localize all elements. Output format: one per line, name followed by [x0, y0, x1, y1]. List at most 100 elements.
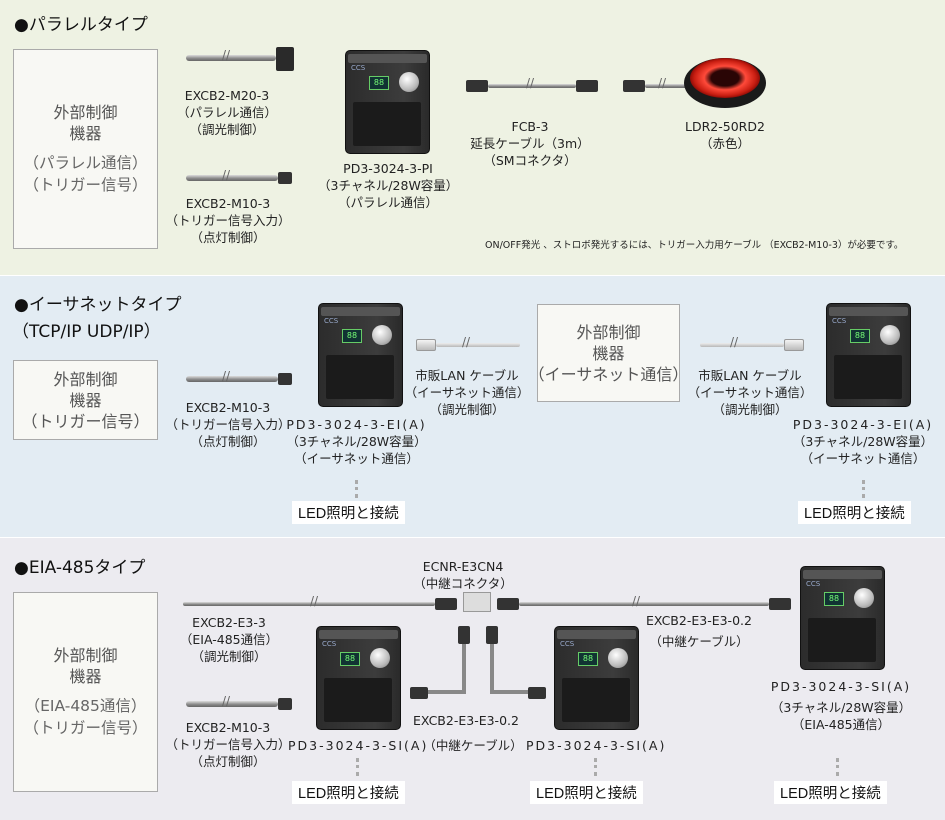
cable-name: EXCB2-M20-3	[184, 88, 270, 103]
dotted-connector	[862, 480, 865, 498]
unit-name: PD3-3024-3-SI(A)	[770, 679, 912, 694]
dotted-connector	[355, 480, 358, 498]
cable-icon	[519, 602, 769, 606]
unit-label: PD3-3024-3-SI(A) （3チャネル/28W容量） （EIA-485通…	[766, 678, 916, 733]
unit-desc: （イーサネット通信）	[800, 451, 926, 466]
cable-desc: （パラレル通信）	[176, 105, 277, 120]
relay-cable-label: （中継ケーブル）	[418, 737, 528, 754]
unit-desc: （3チャネル/28W容量）	[792, 434, 934, 449]
cable-break-icon: //	[462, 335, 471, 349]
unit-label: PD3-3024-3-EI(A) （3チャネル/28W容量） （イーサネット通信…	[284, 416, 429, 467]
unit-label: PD3-3024-3-EI(A) （3チャネル/28W容量） （イーサネット通信…	[790, 416, 936, 467]
cable-break-icon: //	[658, 76, 667, 90]
cable-desc: （トリガー信号入力）	[165, 737, 291, 752]
cable-desc: （EIA-485通信）	[179, 632, 279, 647]
cable-icon	[186, 55, 276, 61]
ext-cable-label: FCB-3 延長ケーブル（3m） （SMコネクタ）	[460, 118, 600, 169]
unit-desc: （EIA-485通信）	[791, 717, 891, 732]
connector-icon	[497, 598, 519, 610]
cable-break-icon: //	[222, 369, 231, 383]
unit-name: PD3-3024-3-SI(A)	[288, 738, 429, 753]
controller-unit-icon: CCS 88	[316, 626, 401, 730]
cable-name: EXCB2-M10-3	[185, 400, 271, 415]
parallel-section: ●パラレルタイプ 外部制御 機器 （パラレル通信） （トリガー信号） // EX…	[0, 0, 945, 275]
cable-icon	[183, 602, 435, 606]
lan-plug-icon	[784, 339, 804, 351]
unit-name: PD3-3024-3-EI(A)	[286, 417, 427, 432]
cable-label: EXCB2-M10-3 （トリガー信号入力） （点灯制御）	[160, 399, 296, 450]
cable-desc: （トリガー信号入力）	[165, 417, 291, 432]
cable-desc: 延長ケーブル（3m）	[470, 136, 590, 151]
cable-icon	[700, 343, 784, 347]
connector-icon	[410, 687, 428, 699]
cable-name: FCB-3	[511, 119, 549, 134]
dotted-connector	[356, 758, 359, 776]
box-line: 機器	[69, 124, 102, 143]
dotted-connector	[836, 758, 839, 776]
cable-desc: （トリガー信号入力）	[165, 213, 291, 228]
box-line: （トリガー信号）	[23, 176, 148, 194]
cable-desc: （調光制御）	[712, 402, 788, 417]
cable-name: EXCB2-E3-E3-0.2	[413, 713, 519, 728]
box-line: 外部制御	[53, 646, 118, 665]
connector-icon	[769, 598, 791, 610]
cable-break-icon: //	[526, 76, 535, 90]
cable-desc: （点灯制御）	[190, 230, 266, 245]
cable-icon	[186, 175, 278, 181]
eia-section: ●EIA-485タイプ 外部制御 機器 （EIA-485通信） （トリガー信号）…	[0, 538, 945, 820]
cable-label: EXCB2-M20-3 （パラレル通信） （調光制御）	[168, 87, 286, 138]
box-line: 外部制御	[576, 322, 641, 342]
external-controller-box: 外部制御 機器 （パラレル通信） （トリガー信号）	[13, 49, 158, 249]
cable-desc: （SMコネクタ）	[483, 153, 577, 168]
section-title: ●パラレルタイプ	[14, 15, 148, 35]
cable-break-icon: //	[222, 168, 231, 182]
cable-name: EXCB2-M10-3	[185, 720, 271, 735]
connector-icon	[623, 80, 645, 92]
cable-icon	[436, 343, 520, 347]
controller-unit-icon: CCS 88	[345, 50, 430, 154]
light-label: LDR2-50RD2 （赤色）	[660, 118, 790, 152]
controller-unit-icon: CCS 88	[554, 626, 639, 730]
box-line: 外部制御	[53, 369, 118, 389]
connector-icon	[435, 598, 457, 610]
lan-cable-label: 市販LAN ケーブル （イーサネット通信） （調光制御）	[686, 367, 814, 418]
cable-name: EXCB2-E3-3	[192, 615, 266, 630]
cable-break-icon: //	[730, 335, 739, 349]
box-line: （パラレル通信）	[23, 154, 148, 172]
cable-icon	[645, 84, 687, 88]
controller-unit-icon: CCS 88	[800, 566, 885, 670]
relay-connector-label: ECNR-E3CN4 （中継コネクタ）	[408, 558, 518, 592]
box-line: 外部制御	[53, 103, 118, 122]
unit-desc: （3チャネル/28W容量）	[286, 434, 427, 449]
relay-cable-label: EXCB2-E3-E3-0.2 （中継ケーブル）	[640, 612, 758, 650]
cable-icon	[462, 644, 466, 692]
cable-break-icon: //	[222, 48, 231, 62]
led-connect-label: LED照明と接続	[798, 501, 911, 524]
cable-break-icon: //	[310, 594, 319, 608]
controller-unit-icon: CCS 88	[826, 303, 911, 407]
box-line: 機器	[592, 343, 625, 363]
connector-name: ECNR-E3CN4	[422, 559, 504, 574]
cable-label: EXCB2-E3-3 （EIA-485通信） （調光制御）	[170, 614, 288, 665]
connector-icon	[458, 626, 470, 644]
unit-label: PD3-3024-3-PI （3チャネル/28W容量） （パラレル通信）	[318, 160, 458, 211]
section-title: ●EIA-485タイプ	[14, 558, 146, 578]
note-text: ON/OFF発光 、ストロボ発光するには、トリガー入力用ケーブル （EXCB2-…	[485, 240, 904, 251]
relay-connector-icon	[463, 592, 491, 612]
cable-break-icon: //	[222, 694, 231, 708]
cable-desc: （点灯制御）	[190, 754, 266, 769]
connector-icon	[466, 80, 488, 92]
connector-icon	[486, 626, 498, 644]
light-desc: （赤色）	[699, 136, 750, 151]
box-line: （トリガー信号）	[21, 411, 150, 431]
external-controller-box: 外部制御 機器 （トリガー信号）	[13, 360, 158, 440]
ring-light-glow	[690, 58, 760, 98]
lan-plug-icon	[416, 339, 436, 351]
cable-icon	[490, 690, 530, 694]
box-line: 機器	[69, 390, 102, 410]
cable-name: EXCB2-E3-E3-0.2	[646, 613, 752, 628]
connector-icon	[278, 172, 292, 184]
box-line: （トリガー信号）	[23, 719, 148, 737]
cable-label: EXCB2-M10-3 （トリガー信号入力） （点灯制御）	[160, 195, 296, 246]
box-line: （イーサネット通信）	[528, 364, 689, 384]
